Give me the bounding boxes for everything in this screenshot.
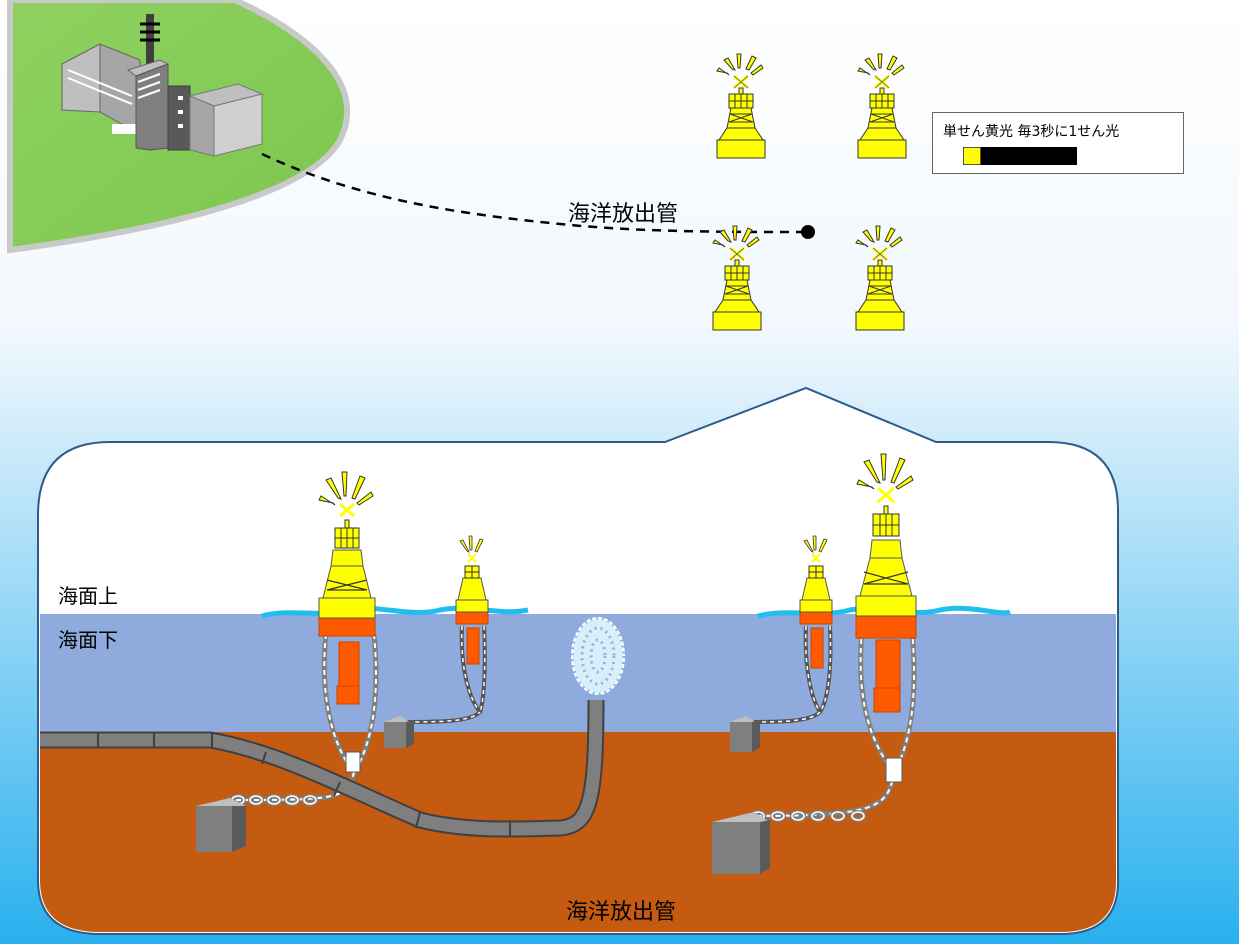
mooring-chain (401, 625, 487, 724)
pipe-label-top: 海洋放出管 (568, 202, 679, 227)
anchor-block-icon (384, 716, 414, 748)
buoy-icon (799, 535, 833, 669)
light-off-swatch (981, 147, 1077, 165)
buoy-icon (318, 471, 376, 705)
outfall-point-icon (801, 225, 815, 239)
below-sea-label: 海面下 (58, 628, 118, 652)
outfall-pipe-section (40, 699, 605, 838)
diffuser-bubbles-icon (570, 616, 626, 696)
legend-title: 単せん黄光 毎3秒に1せん光 (943, 124, 1120, 140)
light-on-swatch (963, 147, 981, 165)
anchor-block-icon (712, 812, 770, 874)
factory-icon (61, 14, 264, 157)
buoy-icon (455, 535, 489, 665)
buoy-icon (855, 453, 917, 713)
seabed-layer (40, 732, 1116, 932)
anchor-block-icon (196, 798, 246, 852)
above-sea-label: 海面上 (58, 584, 118, 608)
anchor-block-icon (730, 716, 760, 752)
mooring-chain (747, 625, 833, 724)
light-legend: 単せん黄光 毎3秒に1せん光 (932, 112, 1184, 174)
pipe-label-bottom: 海洋放出管 (566, 900, 677, 925)
